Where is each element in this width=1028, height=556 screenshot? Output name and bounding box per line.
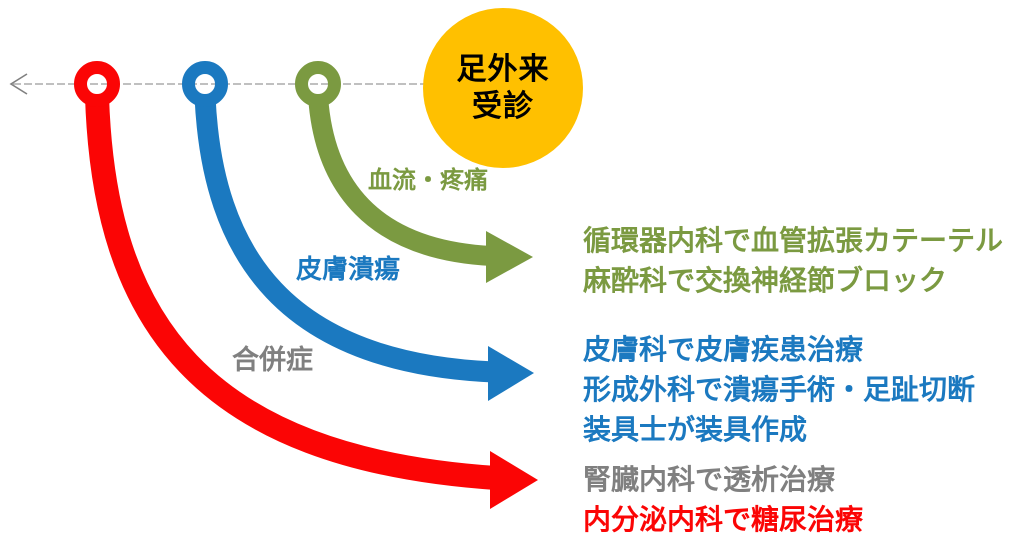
branch-arrowhead-skin-ulcer-icon <box>488 346 534 401</box>
branch-curve-blood-flow-pain <box>308 95 493 266</box>
branch-label-blood-flow-pain: 血流・疼痛 <box>368 166 488 194</box>
outcome-line: 形成外科で潰瘍手術・足趾切断 <box>583 373 976 406</box>
timeline-marker-skin-ulcer-icon <box>182 61 228 107</box>
outcome-line: 装具士が装具作成 <box>583 413 808 446</box>
outcome-line: 腎臓内科で透析治療 <box>583 463 836 496</box>
outcomes-skin-ulcer: 皮膚科で皮膚疾患治療 形成外科で潰瘍手術・足趾切断 装具士が装具作成 <box>583 330 975 450</box>
outcome-line: 内分泌内科で糖尿治療 <box>583 503 864 536</box>
outcomes-complications: 腎臓内科で透析治療 内分泌内科で糖尿治療 <box>583 460 863 540</box>
outcomes-blood-flow-pain: 循環器内科で血管拡張カテーテル 麻酔科で交換神経節ブロック <box>583 221 1003 301</box>
branch-arrowhead-blood-flow-pain-icon <box>486 231 533 283</box>
hub-label-line2: 受診 <box>472 89 534 124</box>
outcome-line: 循環器内科で血管拡張カテーテル <box>583 224 1004 257</box>
branch-arrowhead-complications-icon <box>490 451 538 509</box>
timeline-left-arrowhead-icon <box>9 73 28 95</box>
outcome-line: 皮膚科で皮膚疾患治療 <box>583 333 864 366</box>
timeline-marker-blood-flow-pain-icon <box>295 61 341 107</box>
branch-curve-skin-ulcer <box>194 95 495 383</box>
branch-label-complications: 合併症 <box>232 345 313 376</box>
outcome-line: 麻酔科で交換神経節ブロック <box>583 264 948 297</box>
timeline-marker-complications-icon <box>74 61 120 107</box>
branch-label-skin-ulcer: 皮膚潰瘍 <box>296 255 401 285</box>
hub-label-line1: 足外来 <box>456 52 550 87</box>
hub-circle: 足外来 受診 <box>423 8 583 168</box>
branch-curve-complications <box>85 95 497 490</box>
